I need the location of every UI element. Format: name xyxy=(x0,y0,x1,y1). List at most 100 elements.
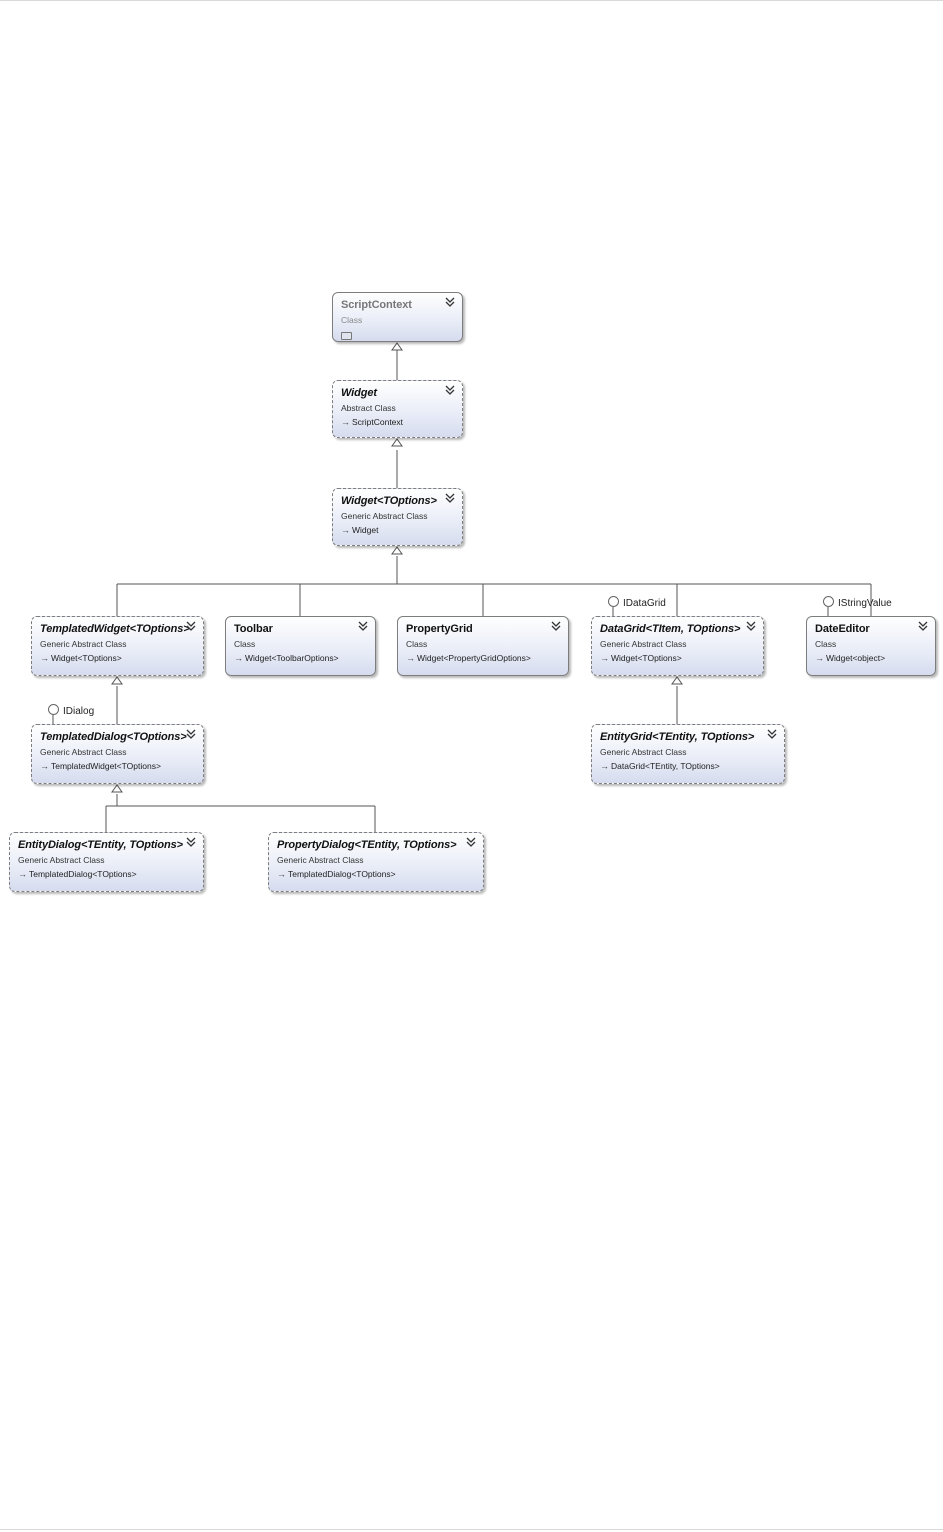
inheritance-arrow xyxy=(111,676,123,685)
class-name: Toolbar xyxy=(234,623,273,635)
interface-idialog: IDialog xyxy=(48,704,94,718)
class-node-widget[interactable]: Widget Abstract Class →ScriptContext xyxy=(332,380,463,438)
interface-istringvalue: IStringValue xyxy=(823,596,892,610)
class-node-templated-dialog[interactable]: TemplatedDialog<TOptions> Generic Abstra… xyxy=(31,724,204,784)
class-name: EntityDialog<TEntity, TOptions> xyxy=(18,839,183,851)
base-class-name: ScriptContext xyxy=(352,417,404,427)
double-chevron-down-icon[interactable] xyxy=(186,837,196,847)
double-chevron-down-icon[interactable] xyxy=(445,385,455,395)
class-name: DataGrid<TItem, TOptions> xyxy=(600,623,741,635)
interface-name: IDataGrid xyxy=(623,598,666,609)
interface-name: IStringValue xyxy=(838,598,892,609)
arrow-right-icon: → xyxy=(815,653,824,663)
base-class-name: Widget<object> xyxy=(826,653,886,663)
base-class-name: TemplatedDialog<TOptions> xyxy=(288,869,396,879)
inheritance-arrow xyxy=(391,342,403,351)
base-class-reference: →DataGrid<TEntity, TOptions> xyxy=(600,759,777,774)
top-border xyxy=(0,0,943,1)
arrow-right-icon: → xyxy=(40,761,49,771)
arrow-right-icon: → xyxy=(341,525,350,535)
class-node-toolbar[interactable]: Toolbar Class →Widget<ToolbarOptions> xyxy=(225,616,376,676)
class-stereotype: Generic Abstract Class xyxy=(341,511,428,521)
lollipop-circle-icon xyxy=(823,596,834,607)
member-list-icon xyxy=(341,327,455,345)
class-stereotype: Generic Abstract Class xyxy=(277,855,364,865)
base-class-name: Widget<TOptions> xyxy=(611,653,682,663)
arrow-right-icon: → xyxy=(600,761,609,771)
arrow-right-icon: → xyxy=(40,653,49,663)
inheritance-arrow xyxy=(391,546,403,555)
class-name: Widget<TOptions> xyxy=(341,495,437,507)
double-chevron-down-icon[interactable] xyxy=(445,297,455,307)
bottom-border xyxy=(0,1529,943,1530)
class-node-property-grid[interactable]: PropertyGrid Class →Widget<PropertyGridO… xyxy=(397,616,569,676)
base-class-name: DataGrid<TEntity, TOptions> xyxy=(611,761,720,771)
base-class-name: Widget<ToolbarOptions> xyxy=(245,653,339,663)
class-name: TemplatedWidget<TOptions> xyxy=(40,623,190,635)
inheritance-arrow xyxy=(671,676,683,685)
lollipop-circle-icon xyxy=(48,704,59,715)
arrow-right-icon: → xyxy=(234,653,243,663)
class-node-data-grid[interactable]: DataGrid<TItem, TOptions> Generic Abstra… xyxy=(591,616,764,676)
class-name: PropertyGrid xyxy=(406,623,473,635)
class-node-date-editor[interactable]: DateEditor Class →Widget<object> xyxy=(806,616,936,676)
class-node-script-context[interactable]: ScriptContext Class xyxy=(332,292,463,342)
base-class-reference: →Widget<PropertyGridOptions> xyxy=(406,651,561,666)
base-class-reference: →Widget<object> xyxy=(815,651,928,666)
interface-idatagrid: IDataGrid xyxy=(608,596,666,610)
double-chevron-down-icon[interactable] xyxy=(918,621,928,631)
arrow-right-icon: → xyxy=(18,869,27,879)
class-node-widget-generic[interactable]: Widget<TOptions> Generic Abstract Class … xyxy=(332,488,463,546)
class-name: PropertyDialog<TEntity, TOptions> xyxy=(277,839,457,851)
class-stereotype: Generic Abstract Class xyxy=(18,855,105,865)
base-class-name: Widget<TOptions> xyxy=(51,653,122,663)
interface-name: IDialog xyxy=(63,706,95,717)
class-node-templated-widget[interactable]: TemplatedWidget<TOptions> Generic Abstra… xyxy=(31,616,204,676)
class-stereotype: Abstract Class xyxy=(341,403,396,413)
double-chevron-down-icon[interactable] xyxy=(551,621,561,631)
class-stereotype: Generic Abstract Class xyxy=(40,747,127,757)
double-chevron-down-icon[interactable] xyxy=(466,837,476,847)
class-stereotype: Generic Abstract Class xyxy=(600,639,687,649)
arrow-right-icon: → xyxy=(341,417,350,427)
base-class-reference: →TemplatedWidget<TOptions> xyxy=(40,759,196,774)
class-node-property-dialog[interactable]: PropertyDialog<TEntity, TOptions> Generi… xyxy=(268,832,484,892)
class-node-entity-dialog[interactable]: EntityDialog<TEntity, TOptions> Generic … xyxy=(9,832,204,892)
double-chevron-down-icon[interactable] xyxy=(445,493,455,503)
class-name: TemplatedDialog<TOptions> xyxy=(40,731,187,743)
class-name: Widget xyxy=(341,387,377,399)
class-node-entity-grid[interactable]: EntityGrid<TEntity, TOptions> Generic Ab… xyxy=(591,724,785,784)
double-chevron-down-icon[interactable] xyxy=(186,621,196,631)
lollipop-circle-icon xyxy=(608,596,619,607)
class-name: DateEditor xyxy=(815,623,870,635)
class-stereotype: Class xyxy=(234,639,256,649)
class-name: ScriptContext xyxy=(341,299,412,311)
class-stereotype: Class xyxy=(341,315,363,325)
class-stereotype: Generic Abstract Class xyxy=(40,639,127,649)
class-stereotype: Class xyxy=(815,639,837,649)
class-stereotype: Class xyxy=(406,639,428,649)
base-class-name: Widget xyxy=(352,525,379,535)
base-class-reference: →Widget<TOptions> xyxy=(600,651,756,666)
inheritance-arrow xyxy=(111,784,123,793)
class-stereotype: Generic Abstract Class xyxy=(600,747,687,757)
arrow-right-icon: → xyxy=(406,653,415,663)
base-class-reference: →ScriptContext xyxy=(341,415,455,430)
double-chevron-down-icon[interactable] xyxy=(358,621,368,631)
class-name: EntityGrid<TEntity, TOptions> xyxy=(600,731,755,743)
double-chevron-down-icon[interactable] xyxy=(746,621,756,631)
base-class-reference: →TemplatedDialog<TOptions> xyxy=(277,867,476,882)
base-class-reference: →Widget<ToolbarOptions> xyxy=(234,651,368,666)
inheritance-arrow xyxy=(391,438,403,447)
base-class-reference: →Widget xyxy=(341,523,455,538)
base-class-name: TemplatedDialog<TOptions> xyxy=(29,869,137,879)
arrow-right-icon: → xyxy=(277,869,286,879)
double-chevron-down-icon[interactable] xyxy=(767,729,777,739)
double-chevron-down-icon[interactable] xyxy=(186,729,196,739)
arrow-right-icon: → xyxy=(600,653,609,663)
base-class-reference: →Widget<TOptions> xyxy=(40,651,196,666)
base-class-name: Widget<PropertyGridOptions> xyxy=(417,653,531,663)
base-class-name: TemplatedWidget<TOptions> xyxy=(51,761,161,771)
base-class-reference: →TemplatedDialog<TOptions> xyxy=(18,867,196,882)
